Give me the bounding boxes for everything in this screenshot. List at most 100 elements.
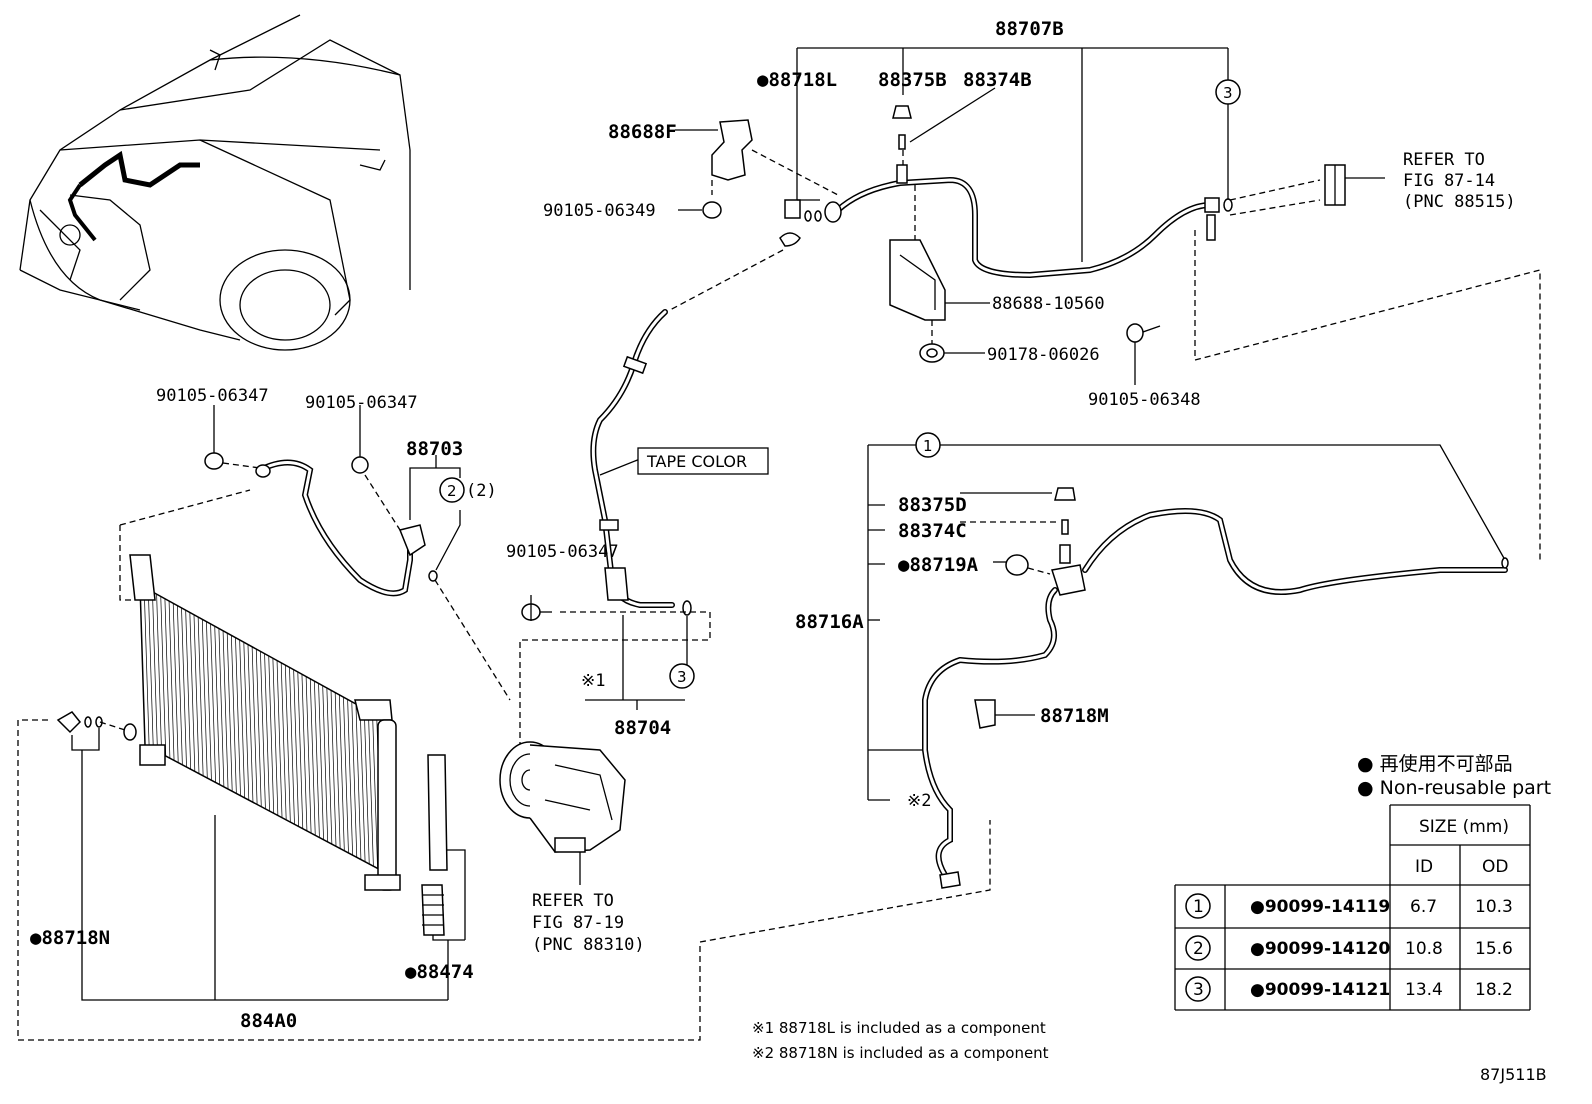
table-row-part: ●90099-14121: [1250, 980, 1390, 1000]
vehicle-sketch: [19, 14, 411, 351]
table-row-id: 10.8: [1405, 939, 1443, 959]
condenser-fin: [201, 619, 208, 779]
label-88719A: ●88719A: [898, 554, 979, 576]
label-refer-87-14-line1: REFER TO: [1403, 150, 1485, 170]
label-90105-06347-right: 90105-06347: [506, 542, 619, 562]
compressor-sketch: [499, 741, 626, 885]
label-refer-87-19-line1: REFER TO: [532, 891, 614, 911]
table-row-part: ●90099-14120: [1250, 939, 1390, 959]
condenser-fin: [260, 651, 266, 809]
label-qty-2: (2): [466, 481, 497, 501]
condenser-fin: [172, 603, 179, 763]
condenser-fin: [351, 701, 358, 858]
condenser-fin: [322, 685, 329, 842]
condenser-fin: [338, 694, 345, 851]
condenser-fin: [197, 617, 204, 776]
condenser-fin: [147, 589, 154, 750]
condenser-fin: [272, 658, 279, 816]
label-88375B: 88375B: [878, 69, 947, 91]
label-88474: ●88474: [405, 961, 474, 983]
label-88688F: 88688F: [608, 121, 677, 143]
label-88704: 88704: [614, 717, 671, 739]
condenser-fin: [193, 614, 200, 774]
label-88375D: 88375D: [898, 494, 967, 516]
tape-color-box: [637, 447, 769, 475]
condenser-fin: [334, 692, 341, 849]
condenser-fin: [309, 678, 316, 836]
condenser-fin: [139, 584, 146, 746]
label-90105-06349: 90105-06349: [543, 201, 656, 221]
condenser-fin: [251, 646, 258, 805]
condenser-fin: [185, 610, 192, 770]
circle-2-line: 2: [447, 482, 457, 500]
part-labels: 88707B ●88718L 88375B 88374B 88688F 9010…: [30, 18, 1516, 1032]
condenser-fin: [255, 649, 262, 807]
label-refer-87-14-line3: (PNC 88515): [1403, 192, 1516, 212]
condenser-fin: [164, 598, 171, 759]
condenser-fin: [284, 665, 291, 823]
table-col-od: OD: [1482, 857, 1508, 877]
condenser-fin: [160, 596, 167, 757]
condenser-fin: [156, 594, 162, 754]
condenser-fin: [280, 662, 287, 820]
condenser-fin: [243, 642, 250, 801]
condenser-884A0: [17, 554, 991, 1041]
liquid-line-88716A: [867, 444, 1509, 889]
circle-3-line: 3: [677, 668, 687, 686]
label-88718N: ●88718N: [30, 927, 110, 949]
condenser-fin: [305, 676, 312, 834]
table-row-od: 15.6: [1475, 939, 1513, 959]
legend-en: ● Non-reusable part: [1357, 777, 1551, 799]
condenser-fin: [218, 628, 225, 787]
label-refer-87-14-line2: FIG 87-14: [1403, 171, 1495, 191]
label-90178-06026: 90178-06026: [987, 345, 1100, 365]
condenser-fin: [268, 655, 275, 814]
label-88374B: 88374B: [963, 69, 1032, 91]
condenser-fin: [177, 605, 183, 765]
label-88718L: ●88718L: [757, 69, 837, 91]
discharge-hose-88707B: [675, 47, 1541, 560]
condenser-fin: [301, 674, 308, 831]
label-note1-mark: ※1: [581, 671, 605, 691]
hose-88703: [119, 405, 511, 701]
condenser-fin: [347, 699, 353, 856]
figure-code: 87J511B: [1480, 1065, 1547, 1084]
condenser-fin: [226, 633, 233, 792]
table-row-part: ●90099-14119: [1250, 897, 1390, 917]
condenser-fin: [210, 623, 216, 783]
label-refer-87-19-line3: (PNC 88310): [532, 935, 645, 955]
circle-numbers: 3 1 2 3: [447, 84, 1233, 686]
condenser-fin: [314, 681, 320, 838]
condenser-fin: [168, 601, 175, 761]
table-row-mark: 3: [1193, 980, 1204, 1000]
condenser-fin: [222, 630, 229, 790]
label-88374C: 88374C: [898, 520, 967, 542]
condenser-fin: [297, 671, 304, 829]
condenser-fin: [264, 653, 270, 812]
condenser-fin: [363, 708, 370, 864]
label-88688-10560: 88688-10560: [992, 294, 1105, 314]
condenser-fin: [368, 710, 374, 867]
label-90105-06348: 90105-06348: [1088, 390, 1201, 410]
label-90105-06347-left: 90105-06347: [156, 386, 269, 406]
label-90105-06347-mid: 90105-06347: [305, 393, 418, 413]
condenser-fin: [330, 690, 337, 847]
condenser-fin: [289, 667, 295, 825]
size-table-grid: [1174, 804, 1531, 1011]
label-88707B: 88707B: [995, 18, 1064, 40]
condenser-fin: [152, 591, 158, 752]
condenser-fin: [235, 637, 241, 796]
table-row-id: 6.7: [1410, 897, 1437, 917]
circle-3-top: 3: [1223, 84, 1233, 102]
label-884A0: 884A0: [240, 1010, 297, 1032]
condenser-fin: [326, 687, 333, 845]
legend-jp: ● 再使用不可部品: [1357, 753, 1513, 775]
size-circle-marks: [439, 79, 1241, 1002]
size-table: SIZE (mm) ID OD 1 ●90099-14119 6.7 10.3 …: [1193, 817, 1513, 1000]
condenser-fin: [318, 683, 324, 840]
footnote-1: ※1 88718L is included as a component: [752, 1019, 1046, 1037]
condenser-fin: [276, 660, 283, 818]
table-row-od: 18.2: [1475, 980, 1513, 1000]
